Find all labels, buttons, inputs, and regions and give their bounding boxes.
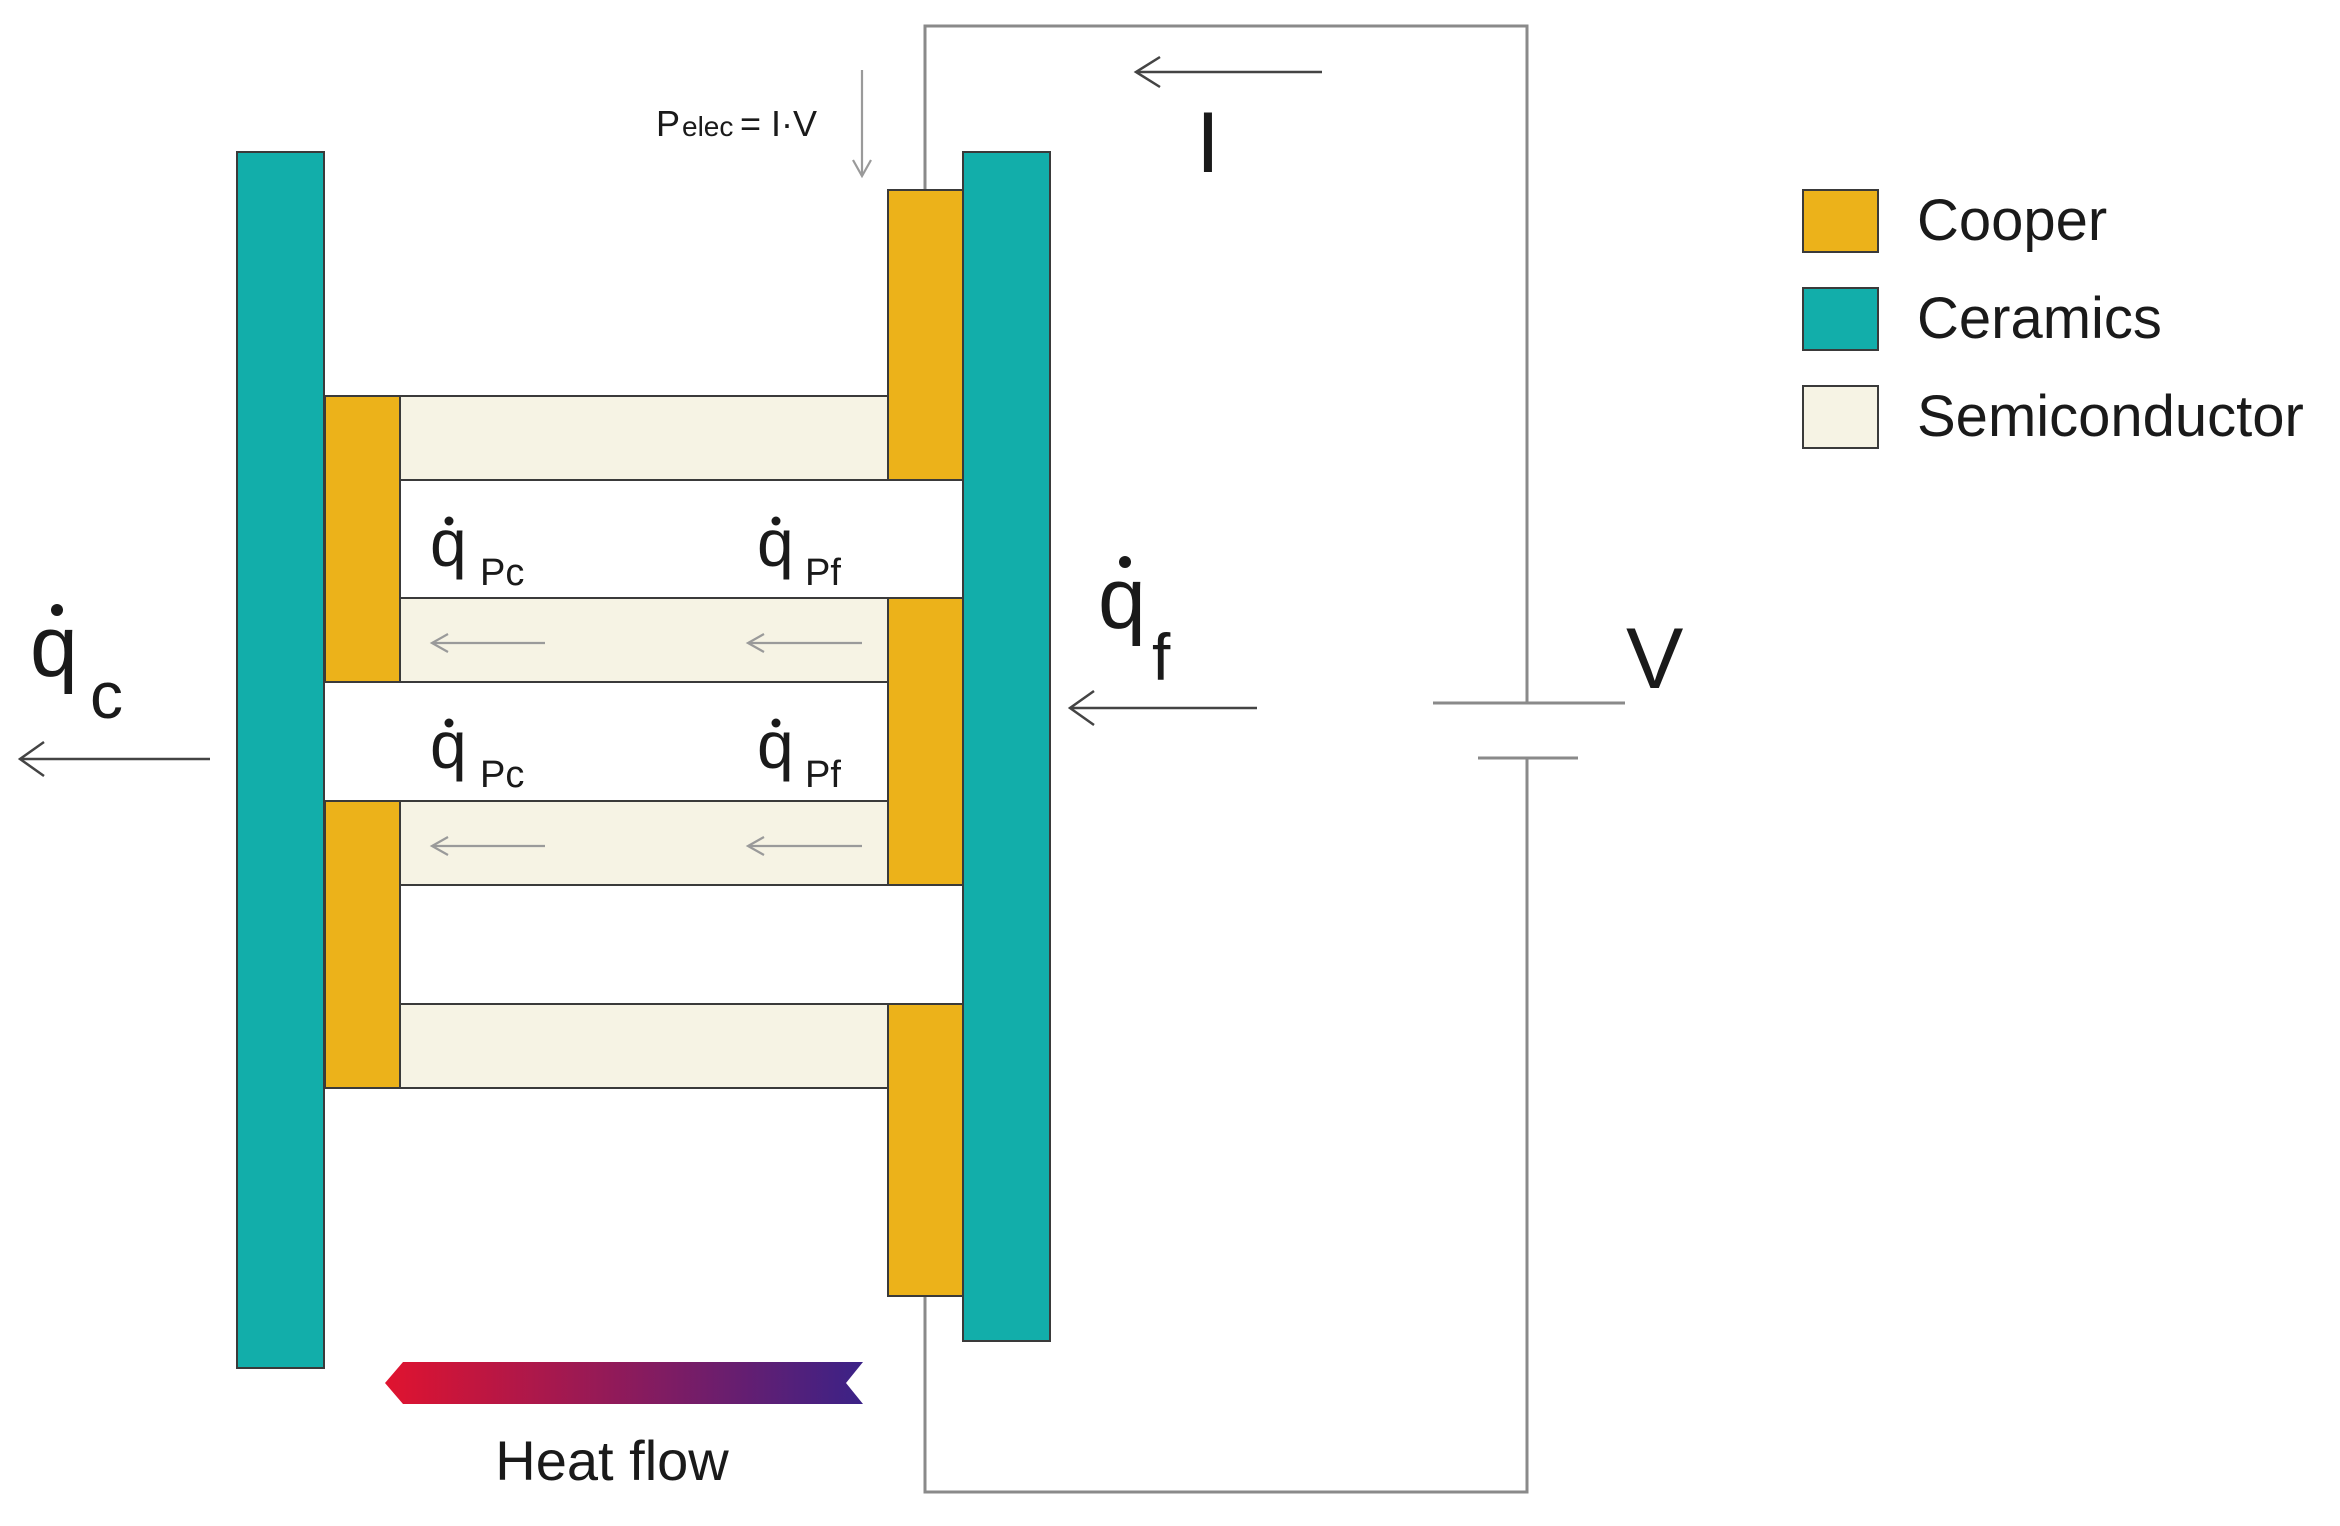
svg-text:Pf: Pf xyxy=(805,552,841,594)
copper-pad-left-2 xyxy=(324,800,401,1089)
svg-text:q: q xyxy=(757,506,794,580)
semiconductor-leg-3 xyxy=(399,800,889,886)
copper-pad-left-1 xyxy=(324,395,401,683)
legend-label-ceramics: Ceramics xyxy=(1917,286,2162,351)
semiconductor-leg-1 xyxy=(399,395,889,481)
copper-pad-right-2 xyxy=(887,597,964,886)
svg-text:= I·V: = I·V xyxy=(740,103,817,144)
heat-flow-label: Heat flow xyxy=(495,1429,729,1492)
qf-label: q f xyxy=(1098,551,1171,694)
qf-arrow xyxy=(1067,689,1257,727)
inner-arrow-pf-2 xyxy=(745,836,862,856)
qpf-label-1: q Pf xyxy=(757,506,841,594)
qc-arrow xyxy=(17,740,210,778)
heat-flow-band xyxy=(385,1362,863,1404)
legend-swatch-copper xyxy=(1802,189,1879,253)
qpc-label-2: q Pc xyxy=(430,708,524,796)
copper-pad-right-3 xyxy=(887,1003,964,1297)
svg-text:Pc: Pc xyxy=(480,552,524,594)
legend-label-semiconductor: Semiconductor xyxy=(1917,384,2304,449)
legend-swatch-ceramics xyxy=(1802,287,1879,351)
legend-swatch-semiconductor xyxy=(1802,385,1879,449)
qc-label: q c xyxy=(30,599,123,732)
current-arrow xyxy=(1133,55,1322,89)
svg-text:c: c xyxy=(90,658,123,732)
svg-text:P: P xyxy=(656,103,680,144)
inner-arrow-pc-2 xyxy=(429,836,545,856)
svg-text:q: q xyxy=(430,506,467,580)
current-label: I xyxy=(1196,95,1220,191)
svg-text:f: f xyxy=(1152,620,1171,694)
svg-text:q: q xyxy=(1098,551,1146,647)
svg-text:q: q xyxy=(430,708,467,782)
qpf-label-2: q Pf xyxy=(757,708,841,796)
svg-text:q: q xyxy=(30,599,78,695)
inner-arrow-pc-1 xyxy=(429,633,545,653)
voltage-label: V xyxy=(1626,611,1683,707)
ceramic-plate-cold xyxy=(962,151,1051,1342)
svg-text:Pf: Pf xyxy=(805,754,841,796)
semiconductor-leg-2 xyxy=(399,597,889,683)
power-arrow xyxy=(852,70,872,179)
svg-text:q: q xyxy=(757,708,794,782)
svg-text:Pc: Pc xyxy=(480,754,524,796)
ceramic-plate-hot xyxy=(236,151,325,1369)
inner-arrow-pf-1 xyxy=(745,633,862,653)
qpc-label-1: q Pc xyxy=(430,506,524,594)
legend: Cooper Ceramics Semiconductor xyxy=(1802,188,2304,449)
svg-text:elec: elec xyxy=(682,111,733,142)
copper-pad-right-1 xyxy=(887,189,964,481)
legend-label-copper: Cooper xyxy=(1917,188,2107,253)
circuit-wire xyxy=(923,24,1529,1494)
power-label: P elec = I·V xyxy=(656,103,817,144)
semiconductor-leg-4 xyxy=(399,1003,889,1089)
